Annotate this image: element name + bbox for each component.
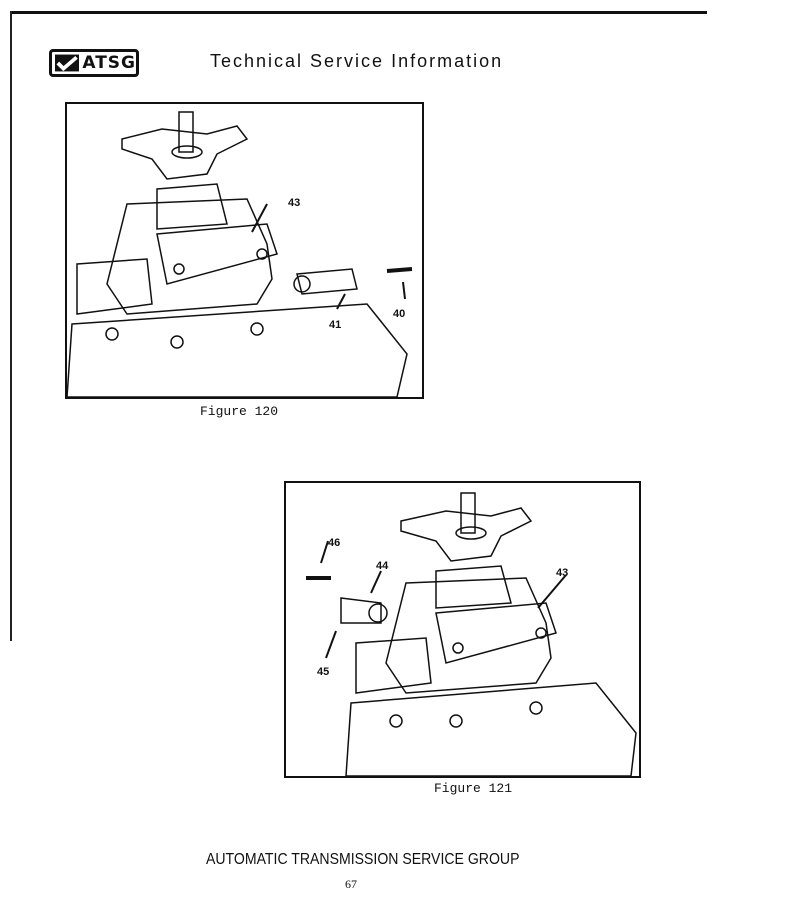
page-number: 67 (345, 877, 357, 891)
figure-121-illustration: 46 44 43 45 (284, 481, 641, 778)
callout-40: 40 (393, 308, 406, 320)
checkmark-icon (55, 54, 80, 72)
page-border-left (10, 11, 12, 641)
figure-120-illustration: 43 41 40 (65, 102, 424, 399)
footer-organization: AUTOMATIC TRANSMISSION SERVICE GROUP (206, 851, 520, 868)
figure-121-caption: Figure 121 (434, 781, 513, 796)
page-border-top (10, 11, 707, 14)
logo-text: ATSG (82, 53, 136, 73)
callout-46: 46 (328, 537, 341, 549)
callout-43: 43 (556, 567, 569, 579)
callout-43: 43 (288, 197, 301, 209)
figure-120-caption: Figure 120 (200, 404, 279, 419)
callout-41: 41 (329, 319, 342, 331)
callout-45: 45 (317, 666, 330, 678)
atsg-logo: ATSG (49, 49, 139, 77)
page-title: Technical Service Information (210, 51, 504, 71)
callout-44: 44 (376, 560, 389, 572)
